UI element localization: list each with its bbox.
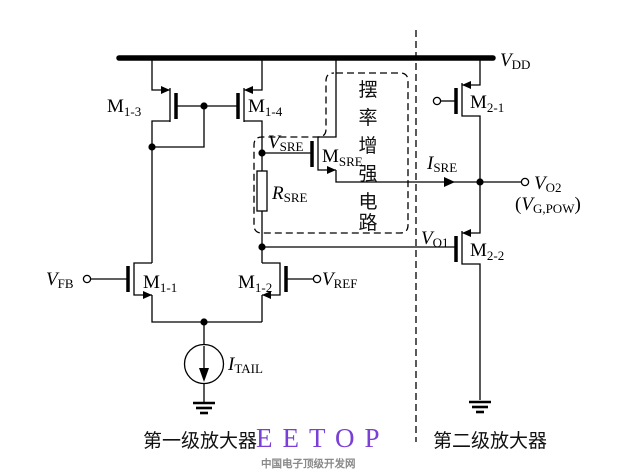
source-arrow-icon: [462, 229, 471, 237]
watermark-brand: EETOP: [256, 423, 390, 453]
m2-1-label: M2-1: [470, 92, 504, 115]
transistor-msre: [310, 58, 480, 183]
m1-4-label: M1-4: [248, 96, 283, 119]
vfb-terminal: [82, 274, 92, 284]
ground-icon: [469, 400, 491, 414]
stage2-caption: 第二级放大器: [433, 430, 547, 452]
svg-text:电: 电: [358, 191, 377, 213]
source-arrow-icon: [161, 86, 170, 94]
transistor-m2-2: [454, 182, 481, 400]
m2-1-gate-terminal: [432, 96, 442, 106]
vo2-terminal: [520, 177, 530, 187]
current-arrow-icon: [199, 368, 209, 382]
vsre-label: VSRE: [268, 132, 304, 154]
m1-1-label: M1-1: [143, 272, 177, 295]
vgpow-label: (VG,POW): [515, 194, 581, 216]
vref-terminal: [312, 274, 322, 284]
svg-text:率: 率: [358, 107, 377, 129]
source-arrow-icon: [244, 86, 253, 94]
svg-text:路: 路: [358, 212, 377, 234]
diode-wire: [152, 106, 205, 148]
transistor-m1-3: [151, 58, 178, 147]
m1-2-label: M1-2: [238, 272, 272, 295]
vdd-label: VDD: [500, 50, 530, 72]
vo2-label: VO2: [534, 173, 562, 195]
transistor-m2-1: [440, 58, 481, 182]
vfb-label: VFB: [46, 269, 74, 291]
svg-text:强: 强: [358, 163, 377, 185]
source-arrow-icon: [462, 81, 471, 89]
transistor-m1-4: [236, 58, 263, 153]
svg-text:增: 增: [358, 135, 377, 157]
stage1-caption: 第一级放大器: [143, 430, 257, 452]
isre-arrow-icon: [444, 177, 455, 187]
m2-2-label: M2-2: [470, 240, 504, 263]
sre-region-outline: [253, 72, 409, 234]
source-arrow-icon: [143, 291, 152, 299]
ground-icon: [193, 401, 215, 415]
rsre-resistor: [256, 170, 268, 212]
source-arrow-icon: [262, 291, 271, 299]
rsre-label: RSRE: [271, 183, 308, 205]
vo1-label: VO1: [421, 228, 449, 250]
svg-text:摆: 摆: [358, 79, 377, 101]
watermark-tagline: 中国电子顶级开发网: [261, 457, 356, 470]
isre-label: ISRE: [426, 153, 457, 175]
transistor-m1-2: [261, 262, 314, 322]
m1-3-label: M1-3: [107, 96, 141, 119]
vref-label: VREF: [322, 269, 357, 291]
sre-caption: 摆 率 增 强 电 路: [358, 79, 377, 234]
msre-label: MSRE: [322, 146, 363, 169]
transistor-m1-1: [88, 262, 262, 323]
source-arrow-icon: [327, 166, 336, 174]
itail-label: ITAIL: [227, 354, 263, 376]
